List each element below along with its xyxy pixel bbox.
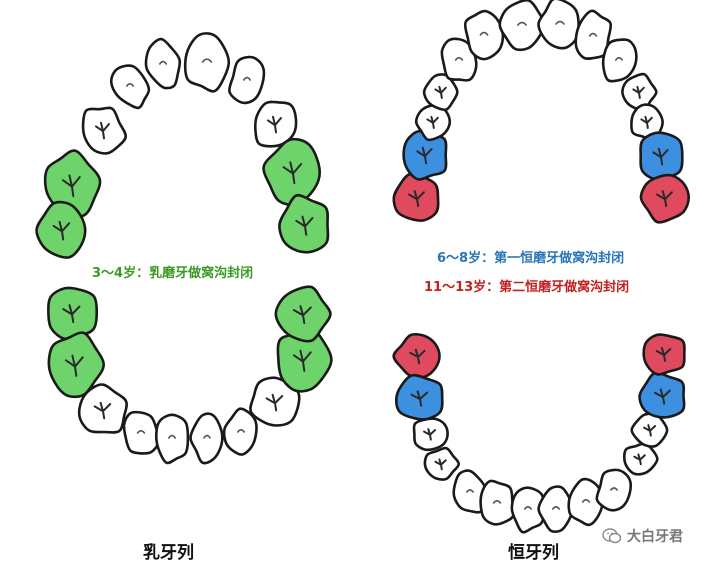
permanent-lower-tooth [638,371,686,419]
primary-upper-tooth [183,32,231,93]
primary-lower-tooth [154,413,190,465]
permanent-lower-tooth [423,446,460,481]
primary-upper-tooth [109,64,151,110]
primary-lower-tooth [47,286,99,341]
primary-lower-tooth [122,410,160,455]
primary-upper-tooth [262,137,321,206]
permanent-upper-tooth [440,37,478,82]
permanent-lower-tooth [395,373,444,421]
watermark-text: 大白牙君 [627,529,683,545]
permanent-upper-tooth [392,172,440,222]
watermark: 大白牙君 [602,526,683,546]
permanent-lower-tooth [392,332,441,379]
permanent-lower-tooth [642,333,686,376]
permanent-upper-tooth [463,9,505,61]
permanent-lower-tooth [623,442,659,476]
permanent-lower-tooth [479,479,516,526]
primary-upper-tooth [144,37,182,90]
first-molar-sealant-label: 6～8岁：第一恒磨牙做窝沟封闭 [437,251,625,266]
primary-upper-tooth [253,100,298,148]
primary-molar-sealant-label: 3～4岁：乳磨牙做窝沟封闭 [92,266,254,281]
permanent-lower-tooth [510,486,546,534]
permanent-upper-tooth [574,9,613,60]
primary-lower-tooth [274,285,332,343]
permanent-upper-tooth [537,0,580,50]
permanent-upper-tooth [601,38,638,83]
permanent-lower-tooth [595,468,632,512]
primary-lower-tooth [77,383,128,434]
primary-upper-tooth [278,193,330,254]
permanent-upper-tooth [402,129,448,181]
primary-lower-tooth [222,407,258,456]
permanent-upper-tooth [498,0,546,52]
primary-lower-tooth [189,412,224,465]
permanent-upper-tooth [414,103,452,142]
permanent-lower-tooth [537,485,574,534]
second-molar-sealant-label: 11～13岁：第二恒磨牙做窝沟封闭 [424,280,630,295]
primary-upper-tooth [228,55,266,105]
primary-upper-tooth [81,106,127,155]
permanent-lower-tooth [567,477,604,527]
permanent-lower-tooth [412,417,449,452]
permanent-dentition-title: 恒牙列 [508,543,559,563]
permanent-upper-tooth [639,173,690,224]
primary-dentition-title: 乳牙列 [143,543,194,563]
permanent-upper-tooth [639,131,684,181]
wechat-icon [602,526,622,546]
primary-upper-tooth [35,200,87,259]
